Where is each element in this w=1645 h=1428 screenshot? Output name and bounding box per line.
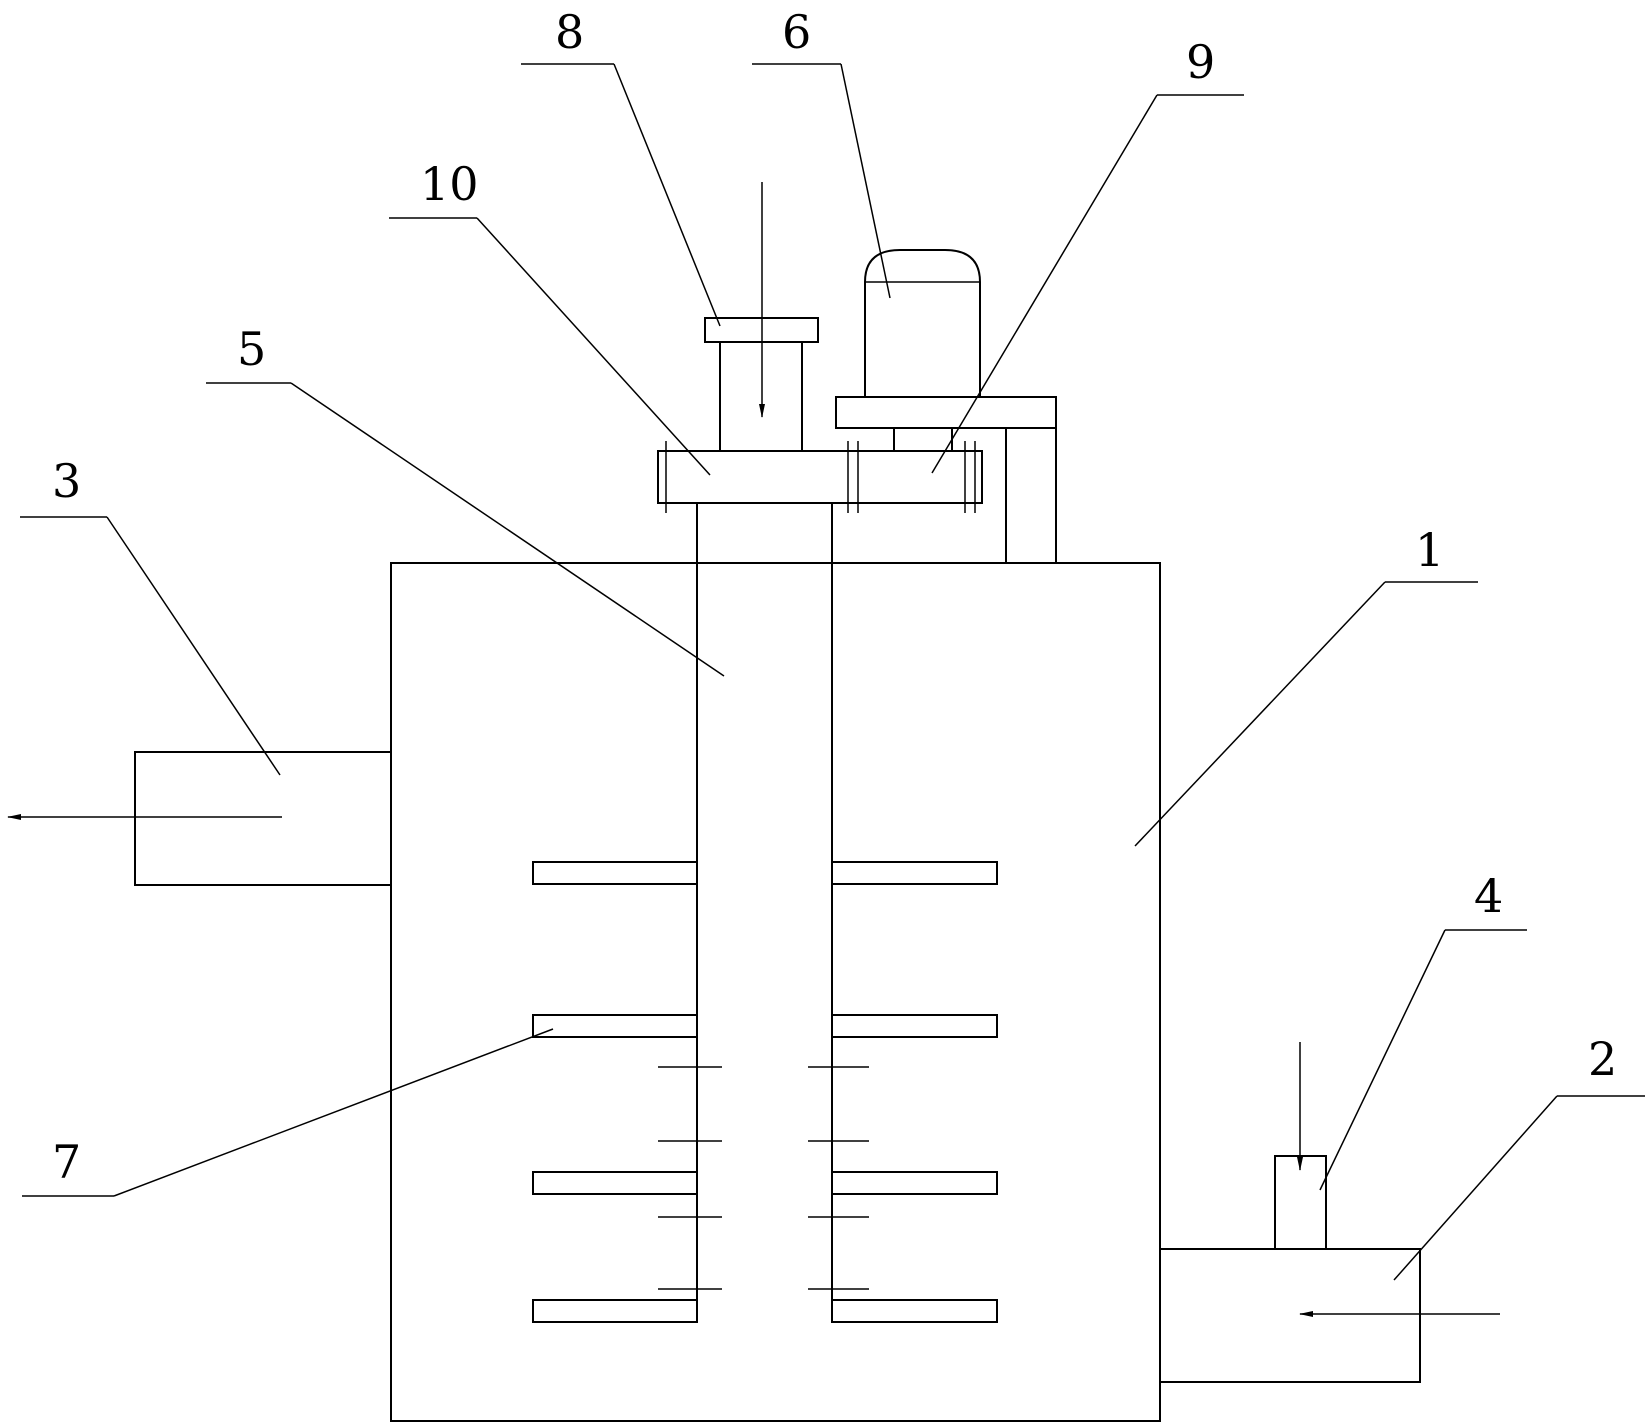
motor-bracket <box>1005 427 1057 564</box>
paddle <box>532 861 698 885</box>
label-1: 1 <box>1415 523 1444 577</box>
top-inlet <box>704 182 819 452</box>
outlet-pipe <box>7 751 392 886</box>
paddle <box>532 1014 698 1038</box>
paddles <box>532 861 998 1323</box>
shaft-ticks <box>658 1066 869 1290</box>
label-6: 6 <box>782 5 811 59</box>
paddle <box>532 1299 698 1323</box>
leader-lines <box>20 63 1645 1281</box>
label-3: 3 <box>52 454 81 508</box>
paddle <box>831 1014 998 1038</box>
feed-pipe <box>1274 1042 1327 1250</box>
paddle <box>831 1299 998 1323</box>
paddle <box>831 861 998 885</box>
paddle <box>532 1171 698 1195</box>
label-2: 2 <box>1588 1032 1617 1086</box>
label-4: 4 <box>1474 869 1503 923</box>
bearing-seat <box>657 441 983 513</box>
tank-body <box>390 562 1161 1422</box>
label-5: 5 <box>237 322 266 376</box>
label-9: 9 <box>1186 35 1215 89</box>
label-8: 8 <box>555 5 584 59</box>
label-7: 7 <box>52 1135 81 1189</box>
label-10: 10 <box>420 157 479 211</box>
paddle <box>831 1171 998 1195</box>
motor <box>835 249 1057 564</box>
inlet-pipe <box>1159 1248 1500 1383</box>
